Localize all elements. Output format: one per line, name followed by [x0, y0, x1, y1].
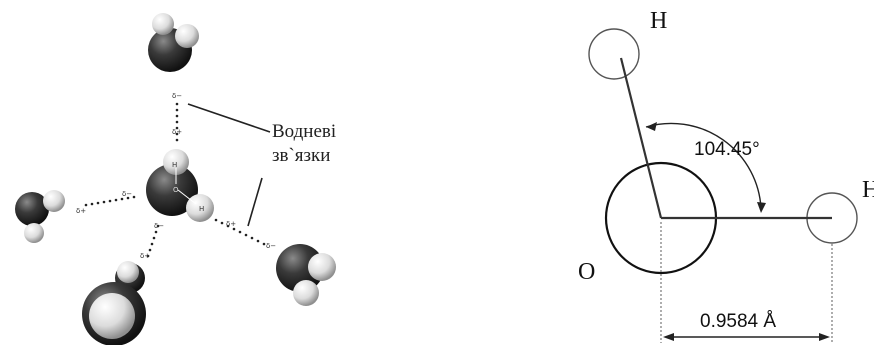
hydrogen-atom — [152, 13, 174, 35]
hydrogen-bond-dots — [84, 102, 266, 258]
angle-arrowhead-bottom — [757, 202, 766, 213]
delta-plus-left: δ+ — [76, 207, 86, 215]
hydrogen-atom — [175, 24, 199, 48]
water-molecule-right — [276, 244, 336, 306]
label-pointer-bottom — [247, 177, 263, 227]
hydrogen-atom — [293, 280, 319, 306]
oxygen-atom — [15, 192, 49, 226]
atom-label-o: O — [578, 259, 595, 285]
bond-length-label: 0.9584 Å — [700, 311, 776, 332]
water-molecule-center: H O H — [146, 149, 214, 222]
dimension-arrow-left — [663, 333, 674, 341]
hydrogen-atom — [308, 253, 336, 281]
center-o-label: O — [173, 186, 179, 194]
bond-angle-arc — [645, 122, 762, 209]
hydrogen-atom — [163, 149, 189, 175]
water-molecule-top — [148, 13, 199, 72]
hydrogen-bond-figure: δ− δ+ δ+ δ− δ− δ+ δ+ δ− H O H — [15, 13, 336, 345]
hydrogen-atom — [24, 223, 44, 243]
label-pointer-top — [187, 103, 271, 133]
oh-bond-top — [619, 57, 663, 219]
delta-plus-top: δ+ — [172, 128, 182, 136]
water-molecule-lower — [82, 261, 146, 345]
water-geometry-figure: H H O 104.45° 0.9584 Å — [578, 8, 874, 343]
atom-label-h-top: H — [650, 8, 667, 34]
hydrogen-bonds-label-line1: Водневі — [272, 121, 336, 142]
angle-arrowhead-top — [646, 122, 657, 131]
delta-plus-lower: δ+ — [140, 252, 150, 260]
delta-minus-lower: δ− — [154, 222, 164, 230]
hydrogen-atom-top — [588, 28, 640, 80]
delta-minus-left: δ− — [122, 190, 132, 198]
delta-minus-right: δ− — [266, 242, 276, 250]
water-molecule-left — [15, 190, 65, 243]
hydrogen-atom — [89, 293, 135, 339]
hydrogen-atom — [43, 190, 65, 212]
atom-label-h-right: H — [862, 177, 874, 203]
oh-bond — [177, 189, 197, 205]
bond-angle-label: 104.45° — [694, 139, 760, 160]
hydrogen-atom — [186, 194, 214, 222]
delta-plus-right: δ+ — [226, 220, 236, 228]
hydrogen-bonds-label-line2: зв`язки — [272, 145, 330, 166]
partial-charges: δ− δ+ δ+ δ− δ− δ+ δ+ δ− — [76, 92, 276, 260]
delta-minus-top: δ− — [172, 92, 182, 100]
oxygen-atom — [276, 244, 324, 292]
hydrogen-atom — [117, 261, 139, 283]
center-h-right-label: H — [199, 205, 204, 213]
center-h-top-label: H — [172, 161, 177, 169]
oxygen-atom — [146, 164, 198, 216]
dimension-arrow-right — [819, 333, 830, 341]
